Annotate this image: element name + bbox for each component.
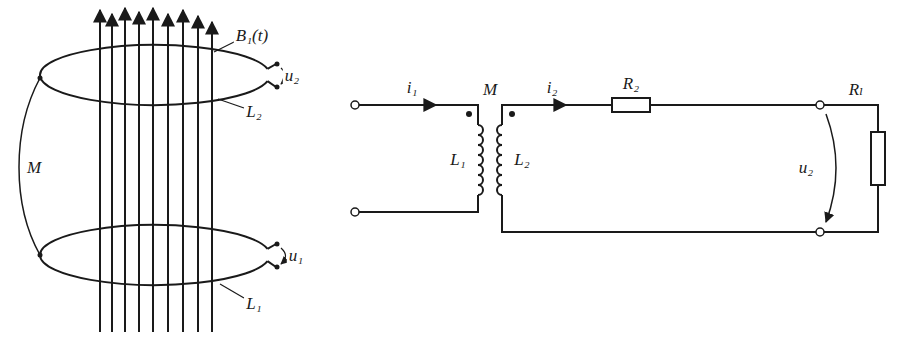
coil-label: L₂	[244, 103, 263, 122]
leader-lines	[214, 40, 286, 298]
inductor-winding	[478, 125, 483, 195]
field-label: B₁(t)	[234, 27, 270, 46]
coil-label: L₂	[512, 151, 531, 170]
coil-label: L₁	[244, 295, 263, 314]
mutual-label: M	[481, 81, 499, 100]
resistor-symbol	[871, 132, 885, 185]
inductor-winding	[497, 125, 502, 195]
resistor-label: R₂	[621, 75, 641, 94]
resistor-label: Rₗ	[847, 81, 866, 100]
coil-label: L₁	[448, 151, 467, 170]
polarity-dots	[466, 111, 515, 117]
voltage-label: u₂	[283, 67, 301, 86]
terminal-dots	[38, 62, 280, 270]
circuit-wires	[351, 98, 885, 236]
inductor-coils	[478, 125, 502, 195]
voltage-label: u₂	[797, 159, 815, 178]
current-label: i₁	[405, 79, 420, 98]
voltage-label: u₁	[287, 247, 305, 266]
resistor-symbol	[612, 98, 650, 112]
mutual-label: M	[25, 159, 43, 178]
current-label: i₂	[545, 79, 560, 98]
coil-loops	[19, 45, 276, 285]
